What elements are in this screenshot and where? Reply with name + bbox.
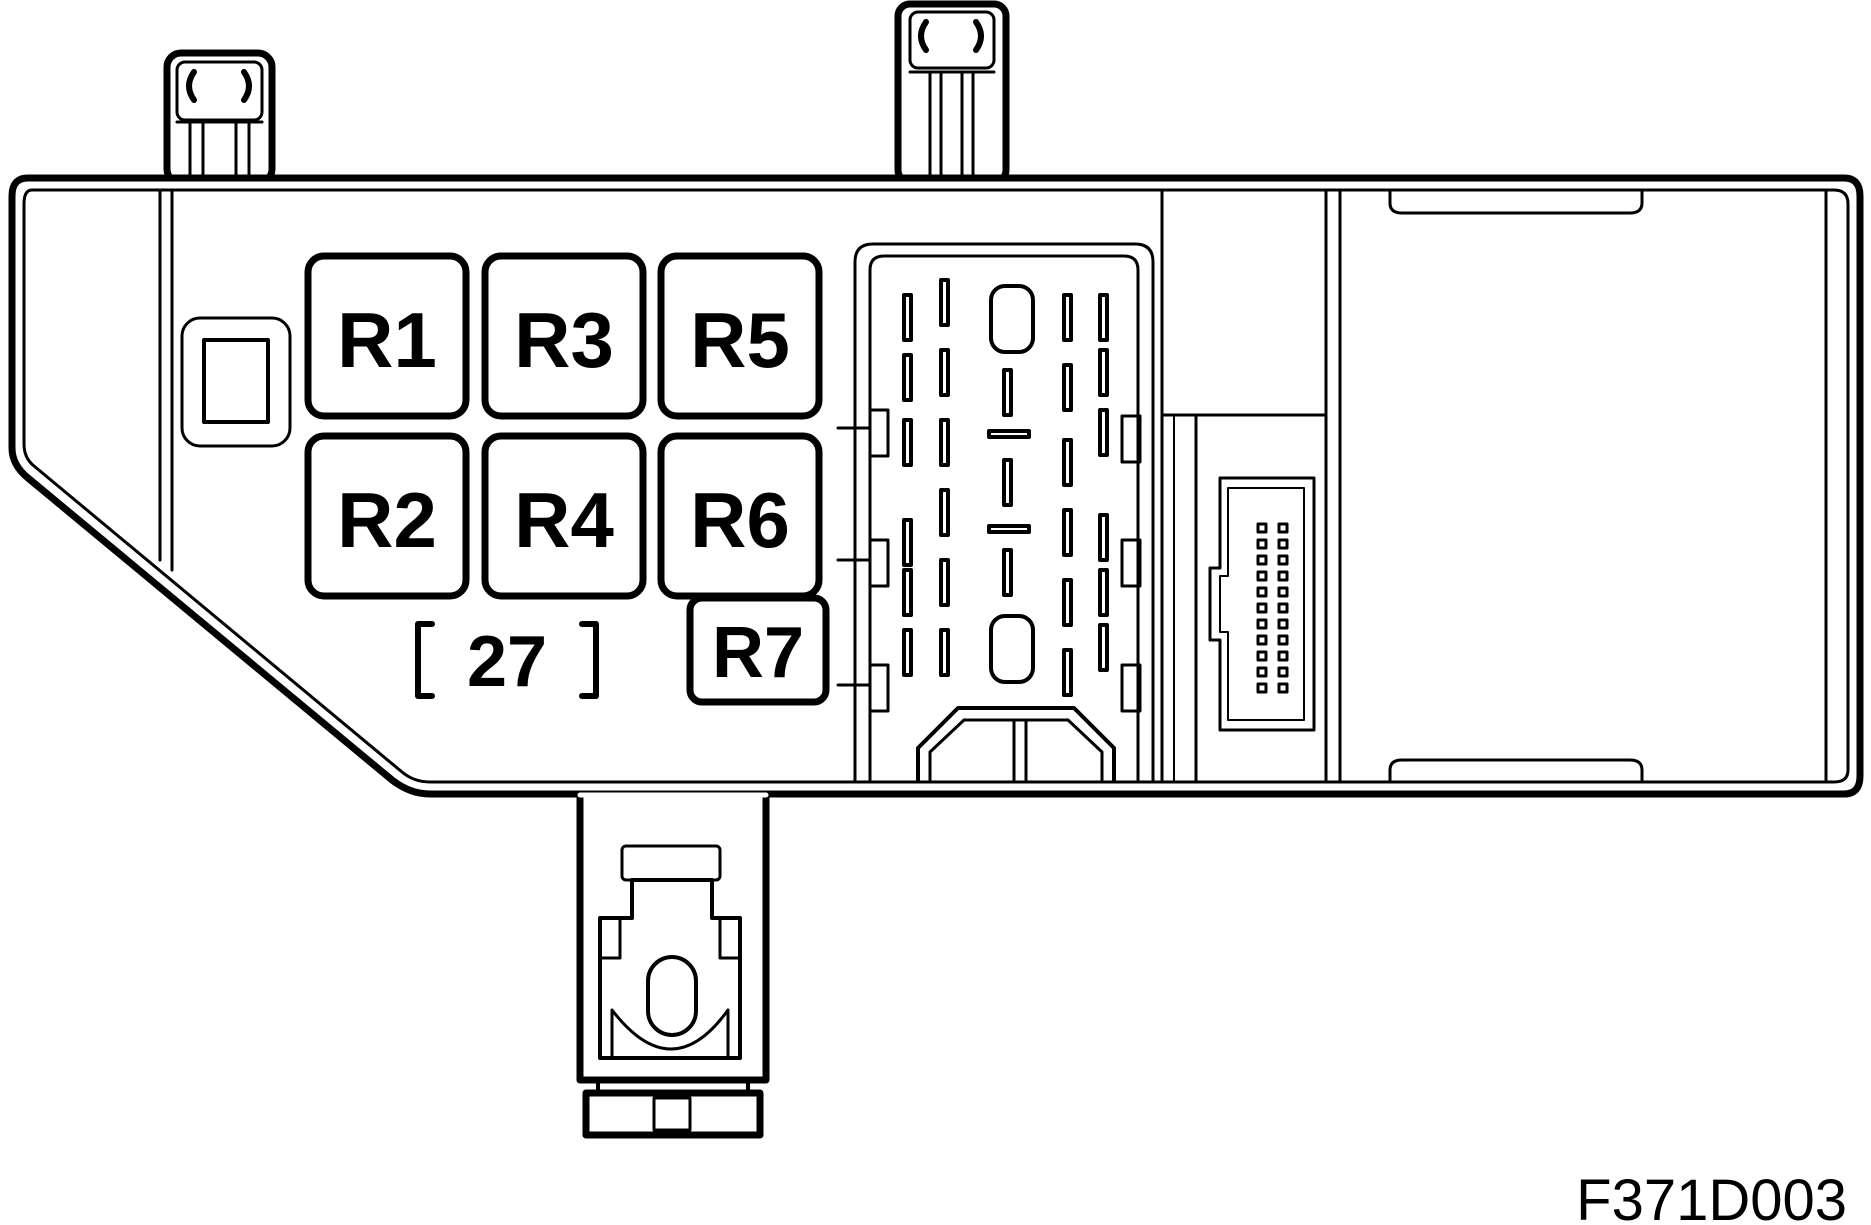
relay-r1-label: R1 (337, 296, 437, 384)
relay-r6-label: R6 (690, 476, 790, 564)
top-left-clip (163, 49, 276, 187)
right-connector-area (1160, 188, 1328, 784)
relay-r4-label: R4 (514, 476, 614, 564)
top-middle-clip (894, 0, 1010, 186)
relay-r2-box (304, 432, 470, 600)
relay-r4-box (481, 432, 647, 600)
relay-r5-box (657, 252, 823, 420)
reset-square-icon (180, 316, 292, 448)
figure-id-label: F371D003 (1576, 1168, 1847, 1225)
group-bracket (415, 621, 599, 699)
group-number-label: 27 (467, 622, 547, 702)
relay-r7-box (686, 594, 830, 706)
connector-block (836, 242, 1155, 782)
relay-r3-box (481, 252, 647, 420)
bottom-mounting-bracket (576, 790, 770, 1139)
relay-r3-label: R3 (514, 296, 614, 384)
relay-r7-label: R7 (712, 613, 804, 693)
box-outer-outline (8, 174, 1864, 798)
relay-r5-label: R5 (690, 296, 790, 384)
relay-r2-label: R2 (337, 476, 437, 564)
box-inner-outline (22, 188, 1850, 784)
relay-r1-box (304, 252, 470, 420)
